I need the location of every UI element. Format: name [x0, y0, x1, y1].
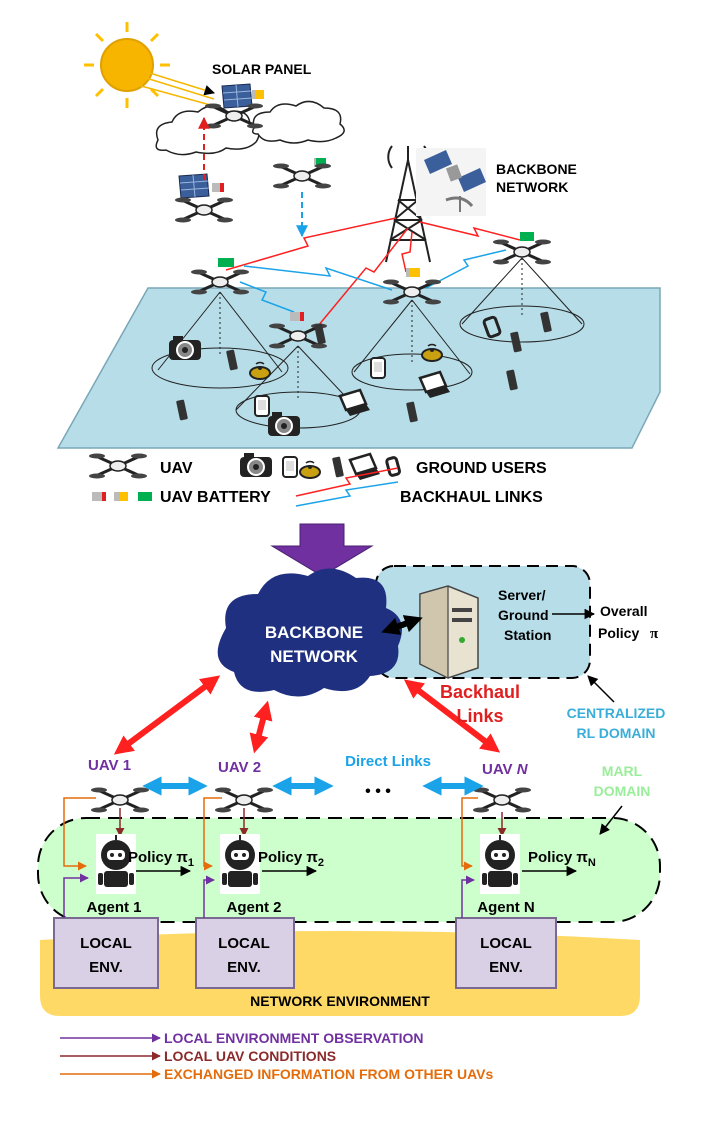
legend-uav-conditions: LOCAL UAV CONDITIONS [164, 1048, 336, 1064]
legend-exchanged-info: EXCHANGED INFORMATION FROM OTHER UAVs [164, 1066, 493, 1082]
overall-policy-symbol: π [650, 626, 659, 642]
svg-text:ENV.: ENV. [489, 959, 523, 976]
backhaul-arrows [113, 675, 501, 755]
battery-icon [314, 158, 326, 167]
direct-links [239, 249, 507, 313]
drone-icon [271, 162, 333, 190]
drone-icon [87, 452, 149, 480]
svg-text:ENV.: ENV. [89, 959, 123, 976]
local-uav-condition-arrows [115, 808, 507, 837]
legend-backhaul-links-label: BACKHAUL LINKS [400, 489, 543, 506]
local-env-box: LOCAL ENV. [53, 917, 159, 989]
agent2-label: Agent 2 [226, 899, 281, 916]
battery-icon [92, 492, 152, 501]
robot-agent-icon [479, 833, 521, 895]
battery-icon [212, 183, 224, 192]
uav-cone-group [151, 257, 585, 429]
device-icon [482, 315, 502, 339]
exchanged-info-arrows [63, 797, 478, 871]
marl-line1: MARL [602, 763, 643, 779]
backbone-label-line1: BACKBONE [496, 161, 577, 177]
marl-pointer [599, 805, 623, 835]
backhaul-line2: Links [456, 706, 503, 726]
uav1-label: UAV 1 [88, 757, 131, 774]
smartwatch-icon [370, 357, 386, 379]
centralized-pointer [587, 675, 615, 703]
policyN-label: Policy πN [528, 849, 596, 869]
solar-panel-label: SOLAR PANEL [212, 61, 312, 77]
server-icon [419, 585, 479, 679]
battery-icon [252, 90, 264, 99]
centralized-line2: RL DOMAIN [576, 725, 655, 741]
local-env-box: LOCAL ENV. [195, 917, 295, 989]
ellipsis: • • • [365, 783, 391, 800]
backbone-label-line2: NETWORK [496, 179, 568, 195]
uav2-label: UAV 2 [218, 759, 261, 776]
svg-text:LOCAL: LOCAL [480, 935, 532, 952]
server-line2: Ground [498, 607, 549, 623]
smartwatch-icon [254, 395, 270, 417]
backhaul-links [225, 217, 521, 327]
cloud-line1: BACKBONE [265, 623, 363, 642]
centralized-line1: CENTRALIZED [567, 705, 666, 721]
overall-policy-line1: Overall [600, 603, 647, 619]
solar-panel-icon [221, 83, 253, 109]
legend-observation: LOCAL ENVIRONMENT OBSERVATION [164, 1030, 424, 1046]
backbone-cloud [217, 568, 402, 697]
svg-text:LOCAL: LOCAL [80, 935, 132, 952]
backhaul-legend-zigzag [295, 467, 399, 507]
battery-icon [218, 232, 534, 321]
cloud-server-link [381, 615, 423, 635]
direct-links-label: Direct Links [345, 753, 431, 770]
svg-text:LOCAL: LOCAL [218, 935, 270, 952]
policy1-label: Policy π1 [128, 849, 194, 869]
cloud-line2: NETWORK [270, 647, 359, 666]
drone-icon [471, 786, 533, 814]
bottom-legend: LOCAL ENVIRONMENT OBSERVATION LOCAL UAV … [60, 1030, 493, 1082]
satellite-icon [416, 148, 486, 216]
policy2-label: Policy π2 [258, 849, 324, 869]
network-environment-label: NETWORK ENVIRONMENT [250, 993, 430, 1009]
backhaul-line1: Backhaul [440, 682, 520, 702]
sun-rays [133, 69, 216, 107]
agentN-label: Agent N [477, 899, 535, 916]
local-env-box: LOCAL ENV. [455, 917, 557, 989]
drone-icon [491, 238, 553, 266]
server-line3: Station [504, 627, 551, 643]
legend-ground-users-label: GROUND USERS [416, 460, 547, 477]
local-observation-arrows [63, 873, 475, 918]
legend-uav-label: UAV [160, 460, 193, 477]
transition-arrow [270, 523, 374, 577]
svg-text:ENV.: ENV. [227, 959, 261, 976]
overall-policy-line2: Policy [598, 625, 639, 641]
sun-icon [84, 22, 170, 108]
agent1-label: Agent 1 [86, 899, 141, 916]
ground-plane [56, 287, 661, 449]
robot-agent-icon [219, 833, 261, 895]
ground-users-legend-icons [239, 452, 401, 482]
uavN-label: UAV N [482, 761, 529, 778]
drone-icon [173, 196, 235, 224]
legend-uav-battery-label: UAV BATTERY [160, 489, 271, 506]
server-line1: Server/ [498, 587, 546, 603]
marl-line2: DOMAIN [594, 783, 651, 799]
